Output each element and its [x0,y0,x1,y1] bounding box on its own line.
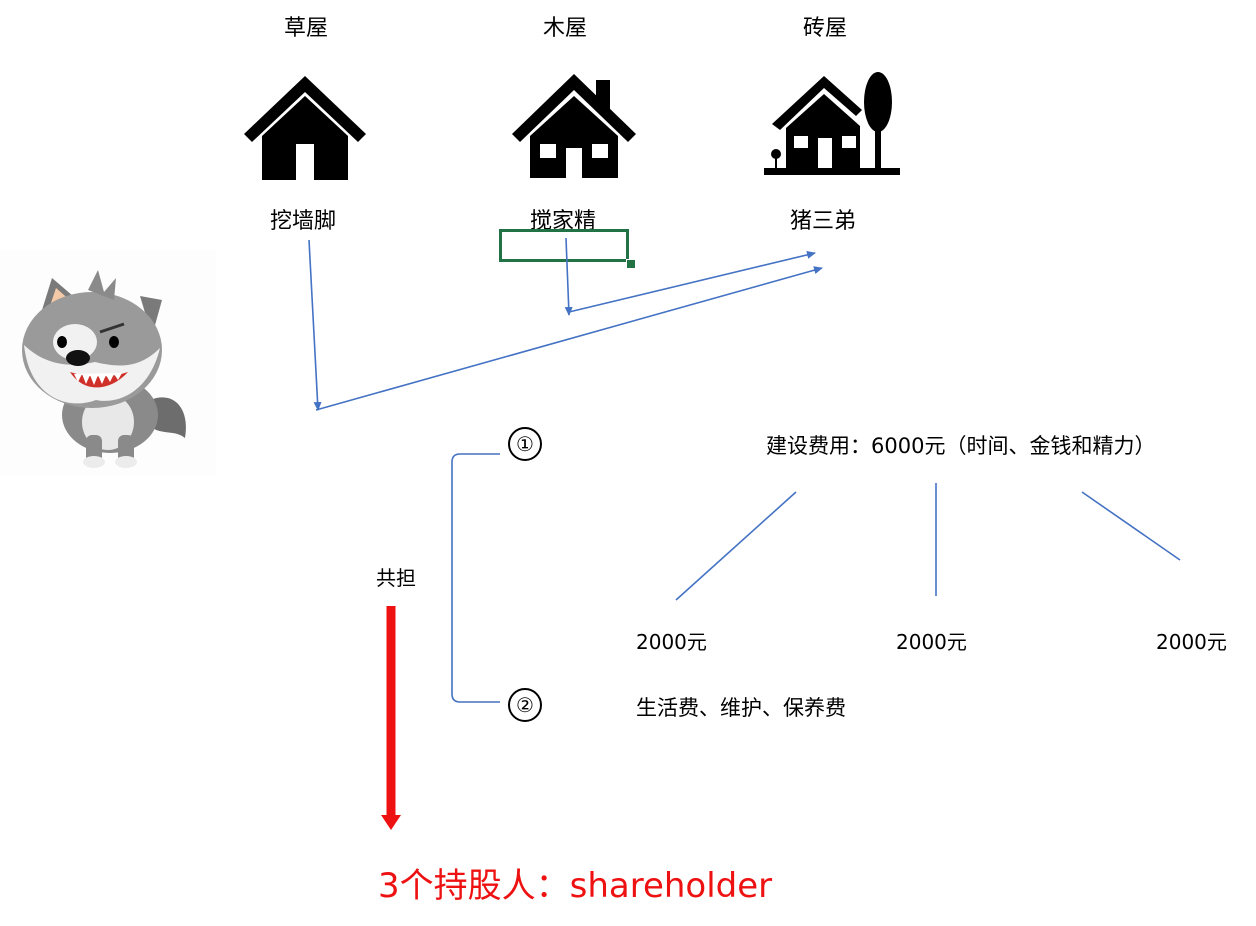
split-amount-3: 2000元 [1156,630,1227,654]
house-type-label-brick: 砖屋 [803,16,848,41]
split-amount-1: 2000元 [636,630,707,654]
split-amount-2: 2000元 [896,630,967,654]
step-two-marker: ② [508,688,542,722]
fill-handle[interactable] [626,259,636,269]
split-line-left [675,491,797,601]
house-type-label-wood: 木屋 [543,16,588,41]
split-line-right [1081,491,1181,561]
step-one-marker: ① [508,427,542,461]
bracket-line [451,453,500,703]
shared-label: 共担 [376,566,416,590]
arrow-wood-down [564,237,573,316]
house-type-label-straw: 草屋 [284,16,329,41]
owner-label-straw: 挖墙脚 [270,209,337,234]
shareholder-conclusion: 3个持股人：shareholder [378,866,773,906]
house-with-chimney-icon [512,74,636,178]
arrow-to-brick-upper [568,250,816,313]
house-with-tree-icon [764,72,900,175]
selected-cell[interactable] [499,229,629,262]
living-costs-text: 生活费、维护、保养费 [636,696,846,720]
arrow-to-brick-lower [315,266,823,411]
owner-label-brick: 猪三弟 [790,209,857,234]
house-icon [244,76,366,180]
construction-cost-text: 建设费用：6000元（时间、金钱和精力） [766,434,1156,458]
wolf-image [0,250,216,476]
arrow-straw-down [308,239,322,411]
